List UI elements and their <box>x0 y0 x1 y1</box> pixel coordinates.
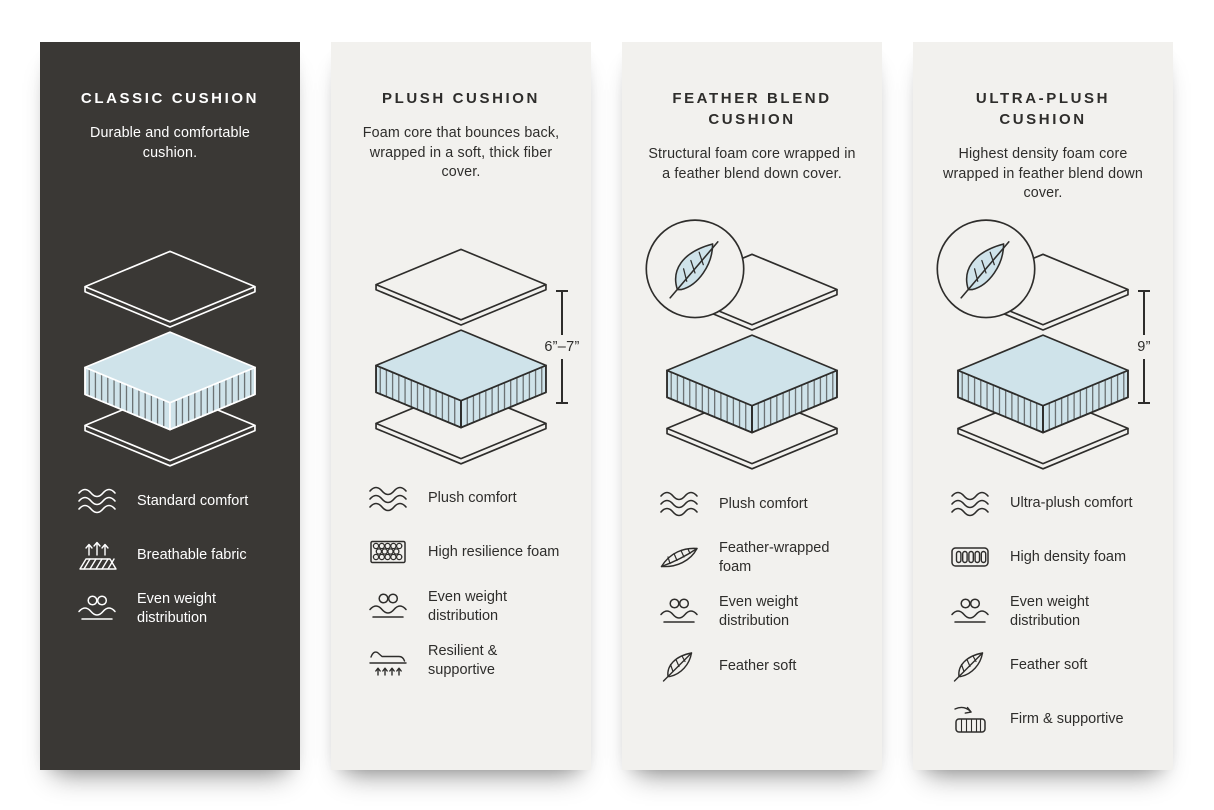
feather-icon <box>655 646 703 686</box>
card-description: Highest density foam core wrapped in fea… <box>943 146 1143 202</box>
feature-item: Feather soft <box>655 646 863 686</box>
dimension-line <box>561 292 563 335</box>
feature-item: Even weight distribution <box>364 587 572 627</box>
waves-icon <box>364 479 412 519</box>
feature-label: Plush comfort <box>719 495 808 512</box>
feature-item: Breathable fabric <box>73 535 281 575</box>
feather-badge-icon <box>936 219 1036 319</box>
feature-item: High resilience foam <box>364 533 572 573</box>
feature-label: Feather-wrapped foam <box>719 539 830 576</box>
high-density-foam-icon <box>946 538 994 578</box>
dimension-line <box>561 359 563 402</box>
feature-label: Feather soft <box>1010 657 1088 674</box>
height-label: 6”–7” <box>544 338 580 355</box>
feature-item: Plush comfort <box>364 479 572 519</box>
height-dimension: 6”–7” <box>543 290 581 404</box>
feature-label: Breathable fabric <box>137 546 247 563</box>
feather-wrapped-foam-icon <box>655 538 703 578</box>
height-dimension: 9” <box>1125 290 1163 404</box>
feather-badge-icon <box>645 219 745 319</box>
even-weight-icon <box>946 592 994 632</box>
resilient-supportive-icon <box>364 641 412 681</box>
breathable-fabric-icon <box>73 535 121 575</box>
feather-icon <box>946 646 994 686</box>
cushion-comparison-board: CLASSIC CUSHION Durable and comfortable … <box>0 0 1214 770</box>
card-feather-blend-cushion: FEATHER BLEND CUSHION Structural foam co… <box>622 42 882 770</box>
even-weight-icon <box>73 589 121 629</box>
feature-item: Even weight distribution <box>655 592 863 632</box>
feature-label: Feather soft <box>719 657 797 674</box>
feature-item: Firm & supportive <box>946 700 1154 740</box>
feature-label: High resilience foam <box>428 544 560 561</box>
waves-icon <box>655 484 703 524</box>
feature-label: Firm & supportive <box>1010 711 1124 728</box>
height-label: 9” <box>1137 338 1151 355</box>
cushion-layers-diagram <box>64 241 276 471</box>
card-description: Durable and comfortable cushion. <box>89 125 250 161</box>
cushion-layers-diagram <box>355 239 567 469</box>
feature-list: Plush comfort Feather-wrapped foam Even … <box>641 484 863 686</box>
feature-item: Resilient & supportive <box>364 641 572 681</box>
feature-label: Even weight distribution <box>719 593 798 630</box>
feature-label: Ultra-plush comfort <box>1010 495 1133 512</box>
card-plush-cushion: PLUSH CUSHION Foam core that bounces bac… <box>331 42 591 770</box>
dimension-line <box>1143 292 1145 335</box>
dimension-line <box>1143 359 1145 402</box>
even-weight-icon <box>655 592 703 632</box>
card-description: Structural foam core wrapped in a feathe… <box>648 146 856 182</box>
feature-list: Ultra-plush comfort High density foam Ev… <box>932 484 1154 740</box>
card-title: FEATHER BLEND CUSHION <box>672 90 832 128</box>
cushion-layers-diagram <box>936 217 1149 474</box>
feature-label: Plush comfort <box>428 490 517 507</box>
feature-item: Even weight distribution <box>73 589 281 629</box>
firm-supportive-icon <box>946 700 994 740</box>
feature-item: Standard comfort <box>73 481 281 521</box>
waves-icon <box>946 484 994 524</box>
feature-label: Standard comfort <box>137 492 249 509</box>
card-classic-cushion: CLASSIC CUSHION Durable and comfortable … <box>40 42 300 770</box>
feature-label: Even weight distribution <box>1010 593 1089 630</box>
cushion-layers-diagram <box>645 217 858 474</box>
feature-label: Resilient & supportive <box>428 642 498 679</box>
feature-label: Even weight distribution <box>428 588 507 625</box>
waves-icon <box>73 481 121 521</box>
feature-item: High density foam <box>946 538 1154 578</box>
card-title: ULTRA-PLUSH CUSHION <box>975 90 1111 128</box>
foam-cells-icon <box>364 533 412 573</box>
card-description: Foam core that bounces back, wrapped in … <box>362 125 560 181</box>
card-ultra-plush-cushion: ULTRA-PLUSH CUSHION Highest density foam… <box>913 42 1173 770</box>
card-title: CLASSIC CUSHION <box>80 90 260 107</box>
feature-label: Even weight distribution <box>137 590 216 627</box>
feature-item: Feather-wrapped foam <box>655 538 863 578</box>
feature-item: Ultra-plush comfort <box>946 484 1154 524</box>
feature-list: Plush comfort High resilience foam Even … <box>350 479 572 681</box>
feature-item: Even weight distribution <box>946 592 1154 632</box>
feature-label: High density foam <box>1010 549 1127 566</box>
feature-list: Standard comfort Breathable fabric Even … <box>59 481 281 629</box>
card-title: PLUSH CUSHION <box>382 90 540 107</box>
feature-item: Plush comfort <box>655 484 863 524</box>
even-weight-icon <box>364 587 412 627</box>
feature-item: Feather soft <box>946 646 1154 686</box>
